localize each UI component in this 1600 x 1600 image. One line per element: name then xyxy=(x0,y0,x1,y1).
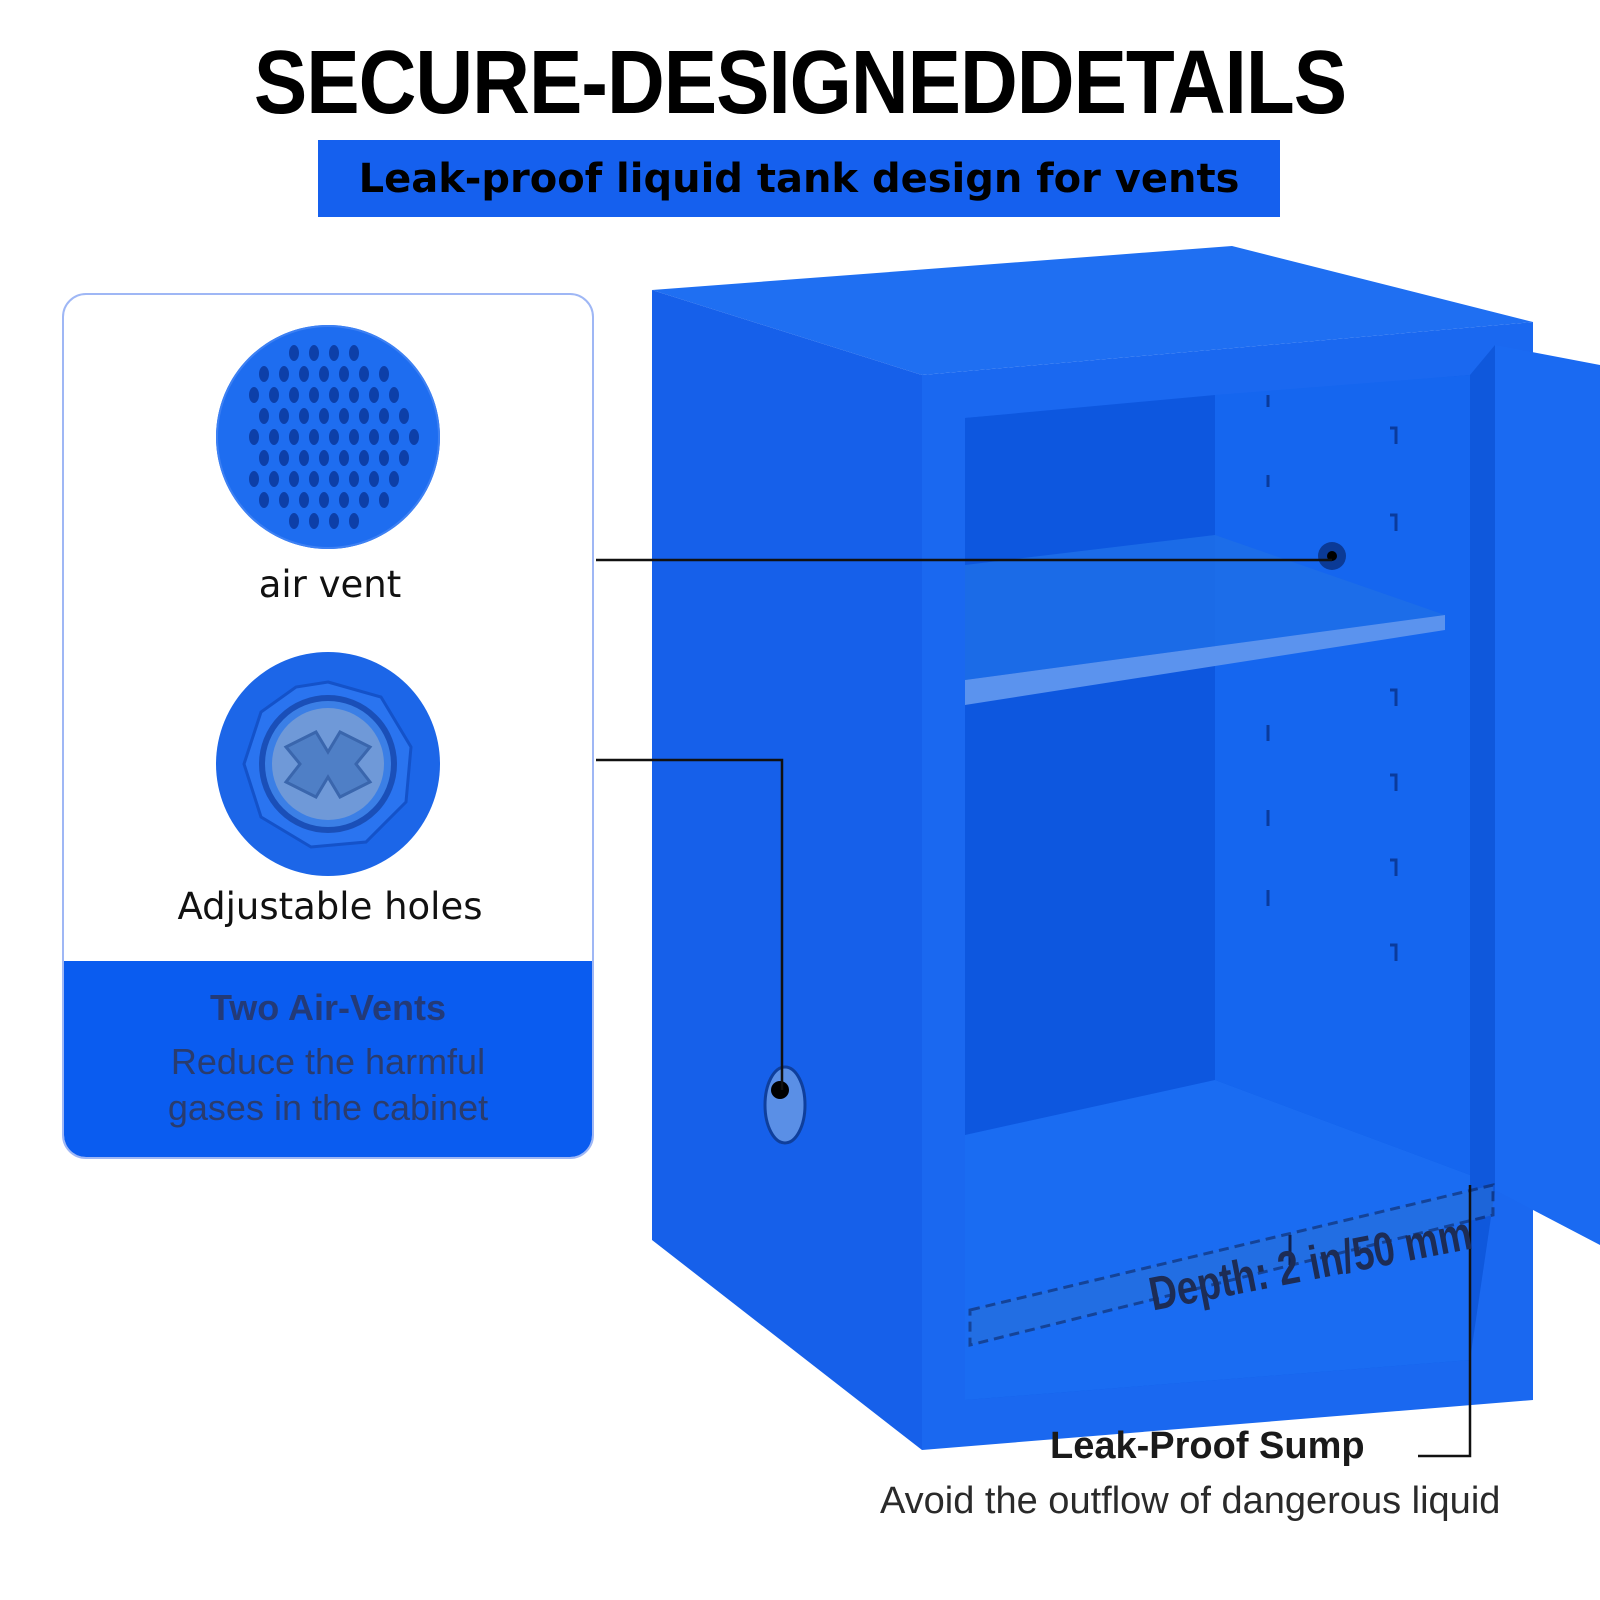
footer-title: Two Air-Vents xyxy=(209,987,447,1028)
perforation-icon xyxy=(249,345,419,529)
adjustable-holes-icon xyxy=(216,652,440,876)
subtitle-text: Leak-proof liquid tank design for vents xyxy=(358,155,1240,202)
adjustable-holes-label: Adjustable holes xyxy=(177,885,483,928)
card-footer: Two Air-Vents Reduce the harmful gases i… xyxy=(64,961,592,1157)
vent-info-card: air vent Adjustable holes Two Air-Vents … xyxy=(62,293,594,1159)
footer-line-1: Reduce the harmful xyxy=(170,1041,486,1082)
page-title: SECURE-DESIGNEDDETAILS xyxy=(253,32,1347,133)
air-vent-icon xyxy=(216,325,440,549)
sump-description: Avoid the outflow of dangerous liquid xyxy=(880,1480,1501,1522)
air-vent-label: air vent xyxy=(258,563,402,606)
footer-line-2: gases in the cabinet xyxy=(167,1087,489,1128)
subtitle-banner: Leak-proof liquid tank design for vents xyxy=(318,140,1280,217)
sump-title: Leak-Proof Sump xyxy=(1050,1425,1365,1467)
